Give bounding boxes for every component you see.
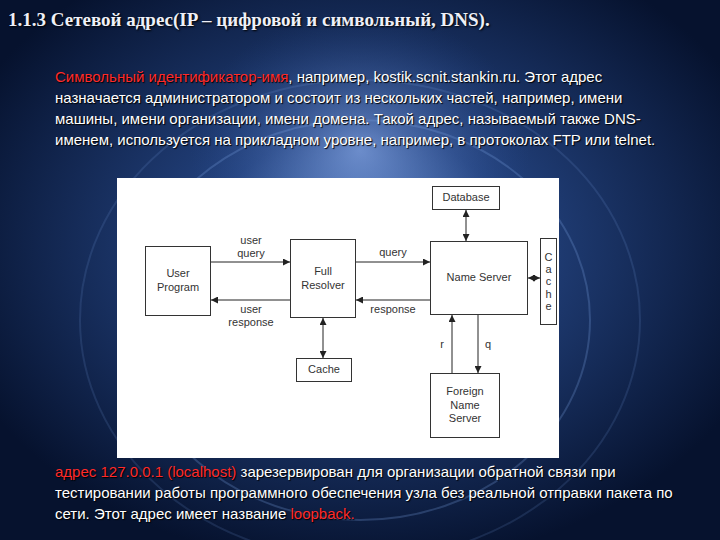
text-paragraph: Символьный идентификатор-имя, например, … [55,66,687,150]
edge-label: user query [231,234,271,259]
connector-arrow [356,300,430,301]
process-box: Foreign Name Server [430,373,500,438]
edge-label: query [373,246,413,259]
highlight-text: loopback. [290,505,354,522]
edge-label: r [436,338,448,351]
node-label: User Program [150,267,206,295]
connector-arrow [211,262,290,263]
cache-column: Cache [540,238,557,325]
node-label: Database [442,191,489,205]
connector-arrow [323,318,324,358]
edge-label: user response [225,303,277,328]
connector-arrow [356,262,430,263]
slide-title: 1.1.3 Сетевой адрес(IP – цифровой и симв… [8,9,712,31]
connector-arrow [528,278,540,279]
process-box: Name Server [430,241,528,315]
connector-arrow [452,315,453,373]
text-paragraph: адрес 127.0.0.1 (localhost) зарезервиров… [55,461,700,524]
process-box: User Program [145,246,211,316]
node-label: Cache [308,363,340,377]
connector-arrow [466,210,467,241]
node-label: Foreign Name Server [435,385,495,426]
edge-label: response [365,303,421,316]
process-box: Cache [296,358,352,382]
connector-arrow [478,315,479,373]
process-box: Full Resolver [290,239,356,318]
node-label: Cache [543,251,554,311]
node-label: Name Server [447,271,512,285]
highlight-text: адрес 127.0.0.1 (localhost) [55,463,236,480]
node-label: Full Resolver [295,265,351,293]
connector-arrow [211,300,290,301]
edge-label: q [482,338,494,351]
process-box: Database [432,186,500,210]
highlight-text: Символьный идентификатор-имя [55,68,288,85]
